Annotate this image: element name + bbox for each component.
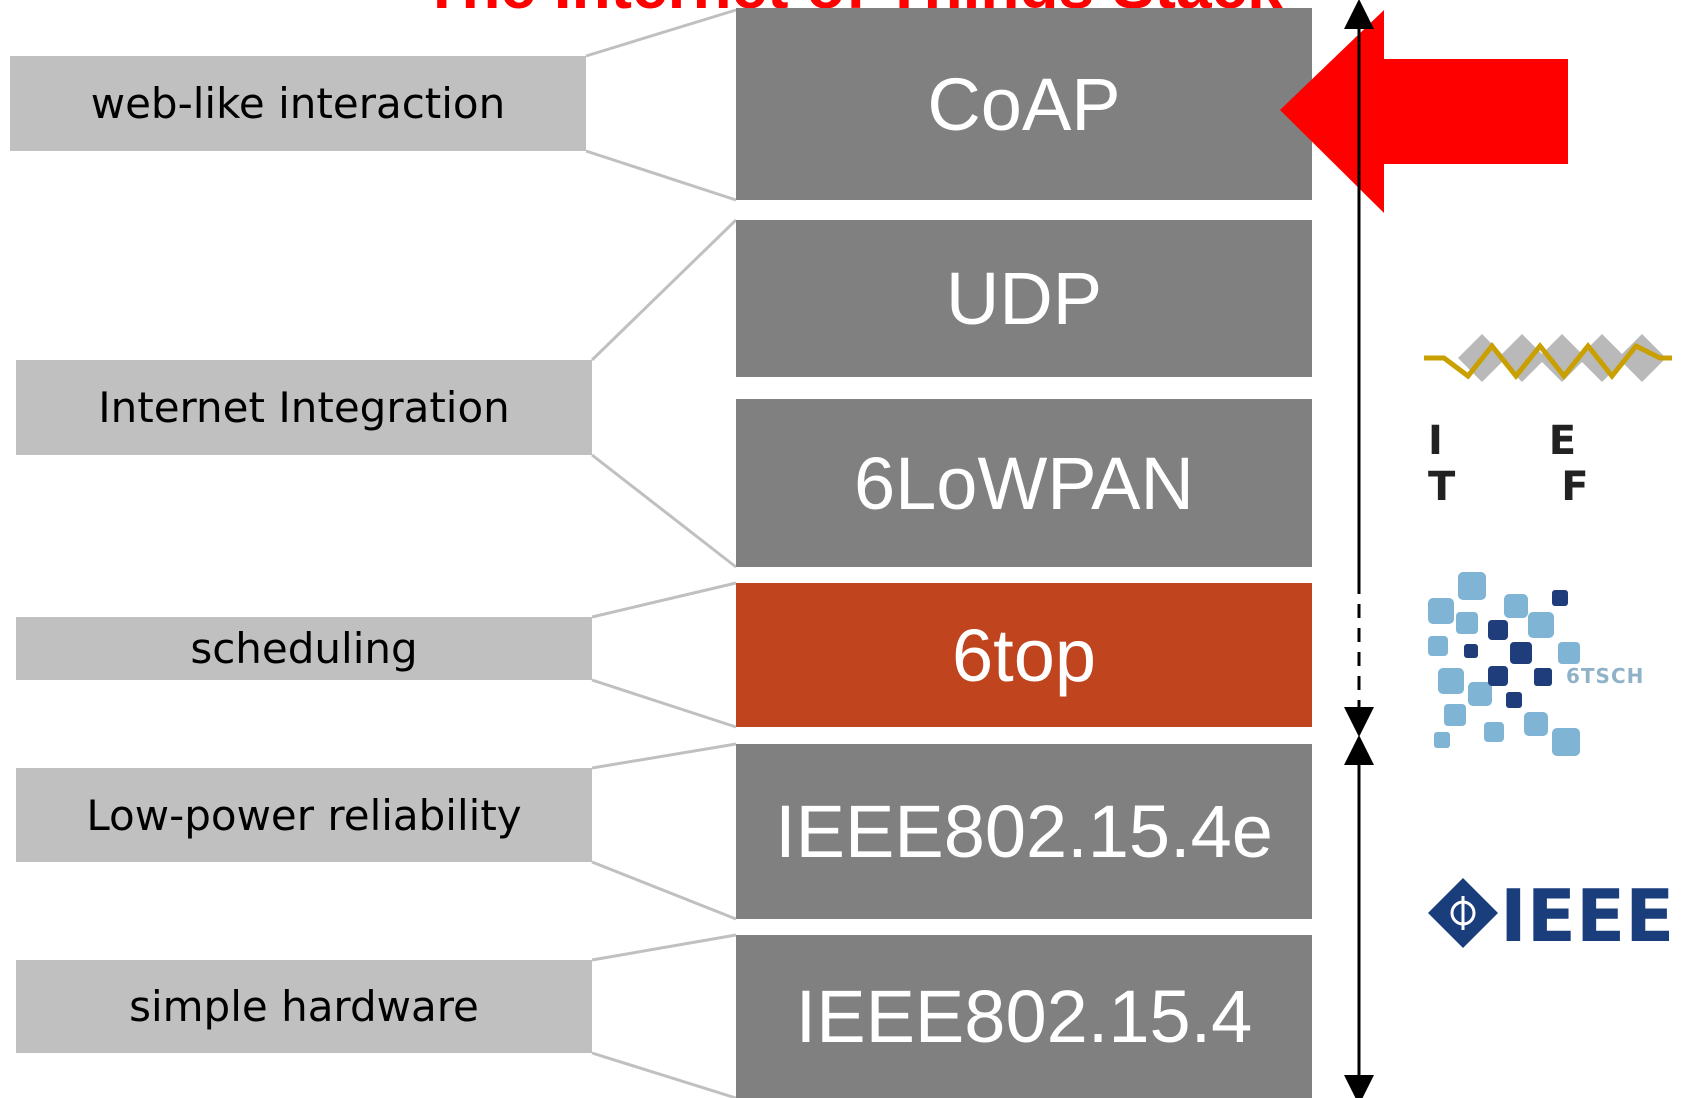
connector-internet-top xyxy=(590,218,738,362)
layer-ieee802154: IEEE802.15.4 xyxy=(736,935,1312,1098)
layer-6lowpan: 6LoWPAN xyxy=(736,399,1312,567)
highlight-arrow xyxy=(1280,10,1568,213)
label-low-power-reliability: Low-power reliability xyxy=(16,768,592,862)
label-internet-integration: Internet Integration xyxy=(16,360,592,455)
connector-hardware-bottom xyxy=(591,1051,737,1098)
sixtsch-logo-text: 6TSCH xyxy=(1566,664,1645,688)
connector-web-bottom xyxy=(585,149,737,202)
connector-lowpower-bottom xyxy=(591,860,737,921)
connector-scheduling-top xyxy=(591,581,737,619)
ietf-logo-text: I E T F xyxy=(1428,418,1635,510)
ieee-logo-text: IEEE xyxy=(1500,874,1675,958)
sixtsch-logo-icon xyxy=(1428,572,1580,756)
label-scheduling: scheduling xyxy=(16,617,592,680)
connector-web-top xyxy=(585,8,737,58)
layer-coap: CoAP xyxy=(736,8,1312,200)
connector-hardware-top xyxy=(591,933,737,962)
layer-6top: 6top xyxy=(736,583,1312,727)
connector-internet-bottom xyxy=(591,453,737,569)
label-simple-hardware: simple hardware xyxy=(16,960,592,1053)
connector-scheduling-bottom xyxy=(591,678,737,729)
ieee-logo-icon xyxy=(1428,878,1498,948)
label-web-like-interaction: web-like interaction xyxy=(10,56,586,151)
connector-lowpower-top xyxy=(591,742,737,770)
ietf-logo-icon xyxy=(1424,334,1672,382)
layer-ieee802154e: IEEE802.15.4e xyxy=(736,744,1312,919)
layer-udp: UDP xyxy=(736,220,1312,377)
